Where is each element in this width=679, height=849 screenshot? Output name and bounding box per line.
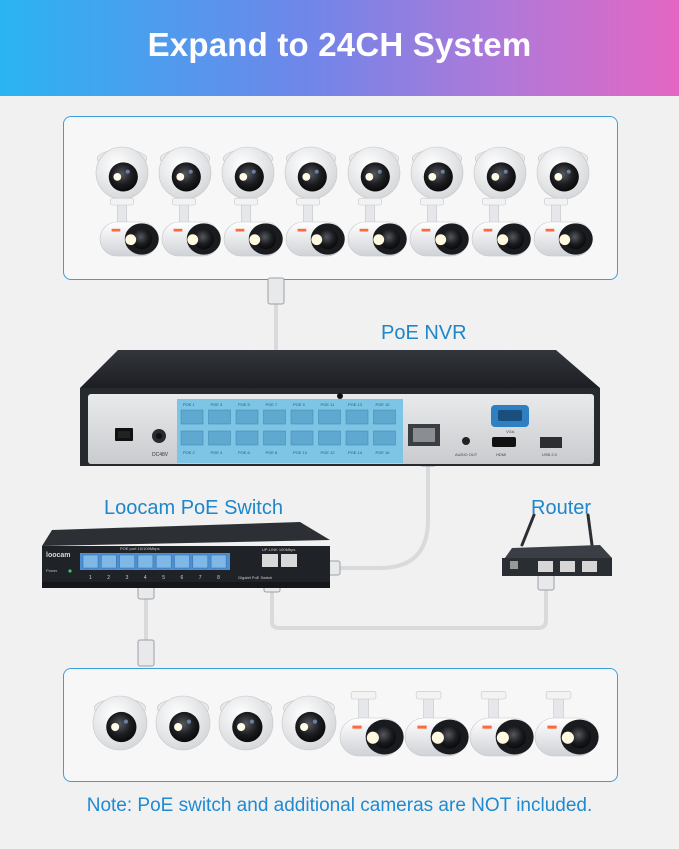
- nvr-poe-port-label: POE 1: [183, 402, 196, 407]
- switch-ports-title: POE port 10/100Mbps: [120, 546, 160, 551]
- bullet-camera-icon: [223, 197, 283, 257]
- dome-camera-icon: [221, 146, 275, 200]
- nvr-poe-port-label: POE 11: [321, 402, 335, 407]
- nvr-label: PoE NVR: [381, 322, 467, 344]
- header-banner: Expand to 24CH System: [0, 0, 679, 96]
- nvr-poe-port: [235, 409, 259, 425]
- poe-nvr-device: DC48V POE 1 POE 3 POE 5 POE 7 POE 9 POE 11 POE…: [80, 350, 600, 466]
- switch-port-number: 7: [199, 575, 202, 581]
- switch-poe-port: [101, 554, 117, 569]
- nvr-poe-port: [318, 430, 341, 446]
- bullet-camera-icon: [471, 197, 531, 257]
- nvr-poe-port: [208, 409, 231, 425]
- nvr-poe-port-label: POE 8: [266, 450, 279, 455]
- nvr-poe-port: [345, 430, 369, 446]
- nvr-poe-port: [373, 409, 396, 425]
- bottom-dome-cameras: [92, 695, 337, 751]
- dome-camera-icon: [92, 695, 148, 751]
- nvr-poe-port: [180, 430, 204, 446]
- nvr-poe-port-label: POE 6: [238, 450, 251, 455]
- bullet-camera-icon: [409, 197, 469, 257]
- dome-camera-icon: [347, 146, 401, 200]
- switch-brand: loocam: [46, 552, 71, 559]
- switch-port-number: 2: [107, 575, 110, 581]
- switch-poe-port: [210, 554, 227, 569]
- switch-poe-port: [82, 554, 99, 569]
- nvr-poe-port-label: POE 3: [211, 402, 224, 407]
- bullet-camera-icon: [347, 197, 407, 257]
- nvr-poe-port: [345, 409, 369, 425]
- nvr-poe-port-label: POE 13: [348, 402, 363, 407]
- nvr-poe-port-label: POE 9: [293, 402, 306, 407]
- nvr-poe-port: [235, 430, 259, 446]
- network-cables: [144, 278, 548, 667]
- switch-port-number: 5: [162, 575, 165, 581]
- router-device: [502, 513, 612, 576]
- router-label: Router: [531, 497, 592, 519]
- nvr-poe-port-label: POE 16: [376, 450, 391, 455]
- nvr-poe-port: [290, 409, 314, 425]
- nvr-poe-port: [180, 409, 204, 425]
- bullet-camera-icon: [339, 691, 404, 757]
- nvr-usb-label: USB 2.0: [542, 452, 558, 457]
- nvr-poe-port-label: POE 15: [376, 402, 391, 407]
- switch-port-number: 4: [144, 575, 147, 581]
- dome-camera-icon: [95, 146, 149, 200]
- nvr-audio-label: AUDIO OUT: [455, 452, 478, 457]
- nvr-poe-port: [263, 409, 286, 425]
- switch-poe-port: [155, 554, 172, 569]
- dome-camera-icon: [410, 146, 464, 200]
- nvr-poe-port-label: POE 5: [238, 402, 251, 407]
- nvr-hdmi-label: HDMI: [496, 452, 506, 457]
- dome-camera-icon: [536, 146, 590, 200]
- switch-power-label: Power: [46, 568, 58, 573]
- nvr-poe-port: [318, 409, 341, 425]
- disclaimer-note: Note: PoE switch and additional cameras …: [86, 795, 593, 816]
- switch-poe-port: [174, 554, 190, 569]
- dome-camera-icon: [281, 695, 337, 751]
- top-bullet-cameras: [99, 197, 593, 257]
- switch-poe-port: [119, 554, 135, 569]
- bullet-camera-icon: [469, 691, 534, 757]
- switch-uplink-title: UP-LINK 100Mbps: [262, 547, 295, 552]
- nvr-poe-port-label: POE 7: [266, 402, 279, 407]
- nvr-poe-port: [208, 430, 231, 446]
- switch-port-number: 8: [217, 575, 220, 581]
- nvr-vga-label: VGA: [506, 429, 515, 434]
- switch-port-number: 1: [89, 575, 92, 581]
- dome-camera-icon: [284, 146, 338, 200]
- nvr-poe-port-label: POE 4: [211, 450, 224, 455]
- switch-label: Loocam PoE Switch: [104, 497, 283, 519]
- switch-poe-port: [137, 554, 154, 569]
- switch-poe-port: [192, 554, 209, 569]
- nvr-power-label: DC48V: [152, 452, 169, 458]
- nvr-poe-port: [290, 430, 314, 446]
- bullet-camera-icon: [534, 691, 599, 757]
- switch-port-number: 6: [181, 575, 184, 581]
- bullet-camera-icon: [99, 197, 159, 257]
- bullet-camera-icon: [404, 691, 469, 757]
- nvr-poe-port-label: POE 10: [293, 450, 308, 455]
- bottom-bullet-cameras: [339, 691, 599, 757]
- bullet-camera-icon: [533, 197, 593, 257]
- switch-model-label: Gigabit PoE Switch: [238, 575, 272, 580]
- poe-switch-device: loocam Power POE port 10/100Mbps 1 2 3 4 5 6 7…: [42, 522, 330, 588]
- nvr-poe-port: [373, 430, 396, 446]
- dome-camera-icon: [218, 695, 274, 751]
- cable-connectors: [137, 277, 555, 667]
- nvr-poe-port: [263, 430, 286, 446]
- nvr-poe-port-label: POE 2: [183, 450, 196, 455]
- bullet-camera-icon: [285, 197, 345, 257]
- nvr-poe-port-label: POE 12: [321, 450, 336, 455]
- dome-camera-icon: [155, 695, 211, 751]
- dome-camera-icon: [158, 146, 212, 200]
- nvr-poe-port-label: POE 14: [348, 450, 363, 455]
- banner-title: Expand to 24CH System: [147, 26, 532, 63]
- top-camera-group: [63, 116, 618, 280]
- dome-camera-icon: [473, 146, 527, 200]
- bullet-camera-icon: [161, 197, 221, 257]
- switch-port-number: 3: [126, 575, 129, 581]
- top-dome-cameras: [95, 146, 590, 200]
